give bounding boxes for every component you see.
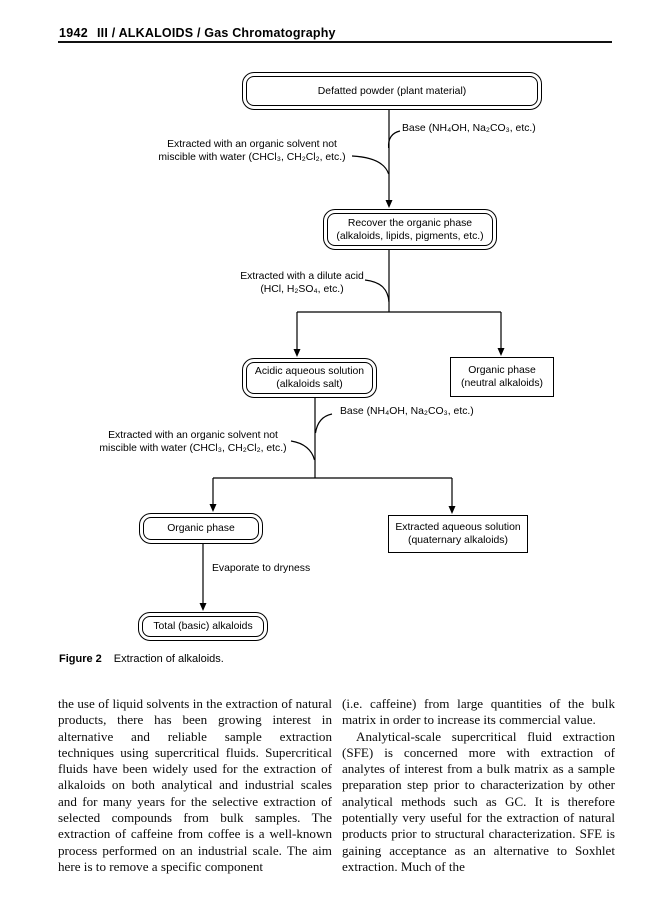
box-organic-phase-label: Organic phase: [142, 516, 260, 541]
body-column-left: the use of liquid solvents in the extrac…: [58, 696, 332, 875]
label-dilute-acid: Extracted with a dilute acid (HCl, H₂SO₄…: [240, 271, 364, 295]
box-defatted-powder: Defatted powder (plant material): [242, 72, 542, 110]
page-number: 1942: [59, 26, 89, 40]
leader-base-1: [387, 130, 401, 149]
box-total-basic-alkaloids-label: Total (basic) alkaloids: [141, 615, 265, 638]
body-paragraph: Analytical-scale supercritical fluid ext…: [342, 728, 615, 874]
body-column-right: (i.e. caffeine) from large quantities of…: [342, 696, 615, 875]
box-acidic-aqueous-solution-label: Acidic aqueous solution (alkaloids salt): [245, 361, 374, 395]
figure-2-flowchart: Defatted powder (plant material) Recover…: [99, 72, 554, 641]
leader-solvent-2: [290, 440, 316, 461]
box-extracted-aqueous-solution: Extracted aqueous solution (quaternary a…: [388, 515, 528, 553]
label-evaporate: Evaporate to dryness: [212, 563, 311, 574]
box-recover-organic-phase: Recover the organic phase (alkaloids, li…: [323, 209, 497, 250]
box-organic-phase-neutral: Organic phase (neutral alkaloids): [450, 357, 554, 397]
label-base-1: Base (NH₄OH, Na₂CO₃, etc.): [402, 123, 536, 134]
figure-caption-number: Figure 2: [59, 653, 102, 665]
arrowhead: [293, 349, 301, 357]
arrowhead: [199, 603, 207, 611]
body-paragraph: (i.e. caffeine) from large quantities of…: [342, 696, 615, 728]
figure-caption: Figure 2 Extraction of alkaloids.: [59, 653, 224, 665]
header-rule: [58, 41, 612, 44]
box-acidic-aqueous-solution: Acidic aqueous solution (alkaloids salt): [242, 358, 377, 398]
label-base-2: Base (NH₄OH, Na₂CO₃, etc.): [340, 406, 474, 417]
label-solvent-1: Extracted with an organic solvent not mi…: [158, 139, 346, 163]
box-total-basic-alkaloids: Total (basic) alkaloids: [138, 612, 268, 641]
figure-caption-text: Extraction of alkaloids.: [113, 653, 224, 665]
box-organic-phase: Organic phase: [139, 513, 263, 544]
box-defatted-powder-label: Defatted powder (plant material): [245, 75, 539, 107]
box-recover-organic-phase-label: Recover the organic phase (alkaloids, li…: [326, 212, 494, 247]
arrowhead: [448, 506, 456, 514]
arrowhead: [385, 200, 393, 208]
arrowhead: [497, 348, 505, 356]
body-paragraph: the use of liquid solvents in the extrac…: [58, 696, 332, 874]
running-title: III / ALKALOIDS / Gas Chromatography: [97, 26, 336, 40]
leader-base-2: [314, 413, 333, 434]
label-solvent-2: Extracted with an organic solvent not mi…: [99, 430, 287, 454]
arrowhead: [209, 504, 217, 512]
